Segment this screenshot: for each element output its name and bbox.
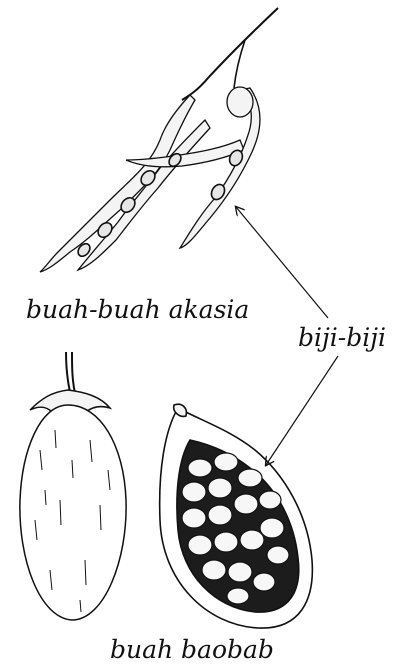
- baobab-seed: [227, 588, 249, 604]
- acacia-pod-1: [40, 95, 195, 272]
- baobab-seed: [214, 453, 238, 471]
- baobab-seed: [260, 518, 284, 538]
- baobab-seed: [238, 469, 262, 487]
- arrow-to-acacia-seed: [236, 207, 328, 318]
- baobab-seed: [253, 573, 275, 591]
- baobab-seed: [202, 560, 226, 580]
- acacia-label: buah-buah akasia: [26, 295, 249, 324]
- acacia-stem-branch: [234, 40, 245, 88]
- baobab-label: buah baobab: [110, 635, 274, 664]
- baobab-seed: [259, 491, 281, 509]
- acacia-pods-illustration: [40, 8, 278, 272]
- arrow-to-baobab-seed: [266, 356, 338, 465]
- baobab-stalk: [66, 352, 75, 393]
- seeds-label: biji-biji: [298, 323, 386, 352]
- baobab-seed: [188, 535, 212, 555]
- baobab-seed: [214, 532, 238, 552]
- baobab-whole-fruit-illustration: [20, 352, 126, 620]
- baobab-seed: [208, 505, 232, 525]
- baobab-seed: [182, 482, 206, 502]
- baobab-fruit-body: [20, 405, 126, 620]
- baobab-seed: [240, 530, 264, 550]
- baobab-seed: [267, 546, 289, 564]
- acacia-pod-2: [78, 120, 210, 270]
- acacia-stem: [182, 8, 278, 100]
- acacia-pod-bulb: [227, 87, 253, 117]
- baobab-seed: [228, 562, 252, 582]
- baobab-seed: [208, 478, 232, 498]
- baobab-cut-fruit-illustration: [160, 404, 313, 628]
- baobab-seed: [234, 494, 258, 514]
- baobab-seed: [188, 459, 212, 477]
- baobab-seed: [182, 508, 206, 528]
